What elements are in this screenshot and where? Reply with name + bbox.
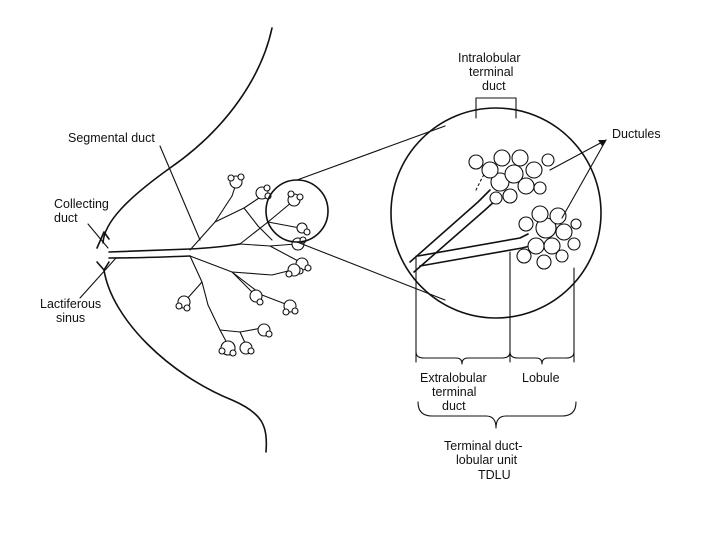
vertical-guides — [415, 251, 575, 363]
tdlu-label-1: Terminal duct- — [444, 439, 523, 453]
breast-outline — [96, 27, 273, 453]
intralobular-label-1: Intralobular — [458, 51, 521, 65]
intralobular-label-2: terminal — [469, 65, 513, 79]
upper-lobule — [468, 149, 555, 205]
extralobular-label-2: terminal — [432, 385, 476, 399]
lobule-cluster — [249, 289, 264, 306]
lobule-cluster — [175, 295, 191, 312]
ductules-arrowhead — [598, 140, 606, 146]
lobule-clusters — [175, 173, 312, 357]
segmental-duct-label: Segmental duct — [68, 131, 155, 145]
lactiferous-sinus-pointer — [79, 257, 117, 299]
lobule-cluster — [227, 173, 245, 189]
ductules-pointer-1 — [549, 139, 607, 171]
intralobular-bracket — [475, 97, 517, 119]
lobule-bracket — [509, 351, 575, 365]
lobule-cluster — [287, 190, 304, 207]
lobule-cluster — [282, 299, 299, 316]
lower-lobule — [516, 205, 582, 270]
lobule-cluster — [285, 263, 301, 278]
lobule-cluster — [291, 236, 307, 251]
lactiferous-sinus-label-2: sinus — [56, 311, 85, 325]
lobule-cluster — [257, 323, 273, 338]
extralobular-label-3: duct — [442, 399, 466, 413]
magnified-region-circle — [265, 179, 329, 243]
segmental-duct-pointer — [159, 145, 201, 241]
projection-line-top — [296, 125, 446, 181]
enlargement-circle — [390, 107, 602, 319]
collecting-duct-pointer — [87, 223, 109, 249]
lobule-cluster — [296, 222, 311, 236]
tdlu-label-3: TDLU — [478, 468, 511, 482]
lactiferous-sinus-label-1: Lactiferous — [40, 297, 101, 311]
ductules-label: Ductules — [612, 127, 661, 141]
lobule-cluster — [218, 340, 237, 357]
lobule-cluster — [239, 341, 255, 355]
enlarged-ducts — [409, 167, 531, 273]
extralobular-bracket — [415, 351, 511, 365]
tdlu-label-2: lobular unit — [456, 453, 518, 467]
lobule-label: Lobule — [522, 371, 560, 385]
projection-line-bottom — [296, 241, 446, 301]
ductules-pointer-2 — [561, 139, 607, 219]
intralobular-label-3: duct — [482, 79, 506, 93]
collecting-duct-label-2: duct — [54, 211, 78, 225]
collecting-duct-label-1: Collecting — [54, 197, 109, 211]
lobule-cluster — [255, 184, 272, 200]
extralobular-label-1: Extralobular — [420, 371, 487, 385]
duct-tree — [108, 183, 301, 346]
tdlu-bracket — [417, 401, 577, 429]
labels: Segmental duct Collecting duct Lactifero… — [40, 51, 661, 482]
